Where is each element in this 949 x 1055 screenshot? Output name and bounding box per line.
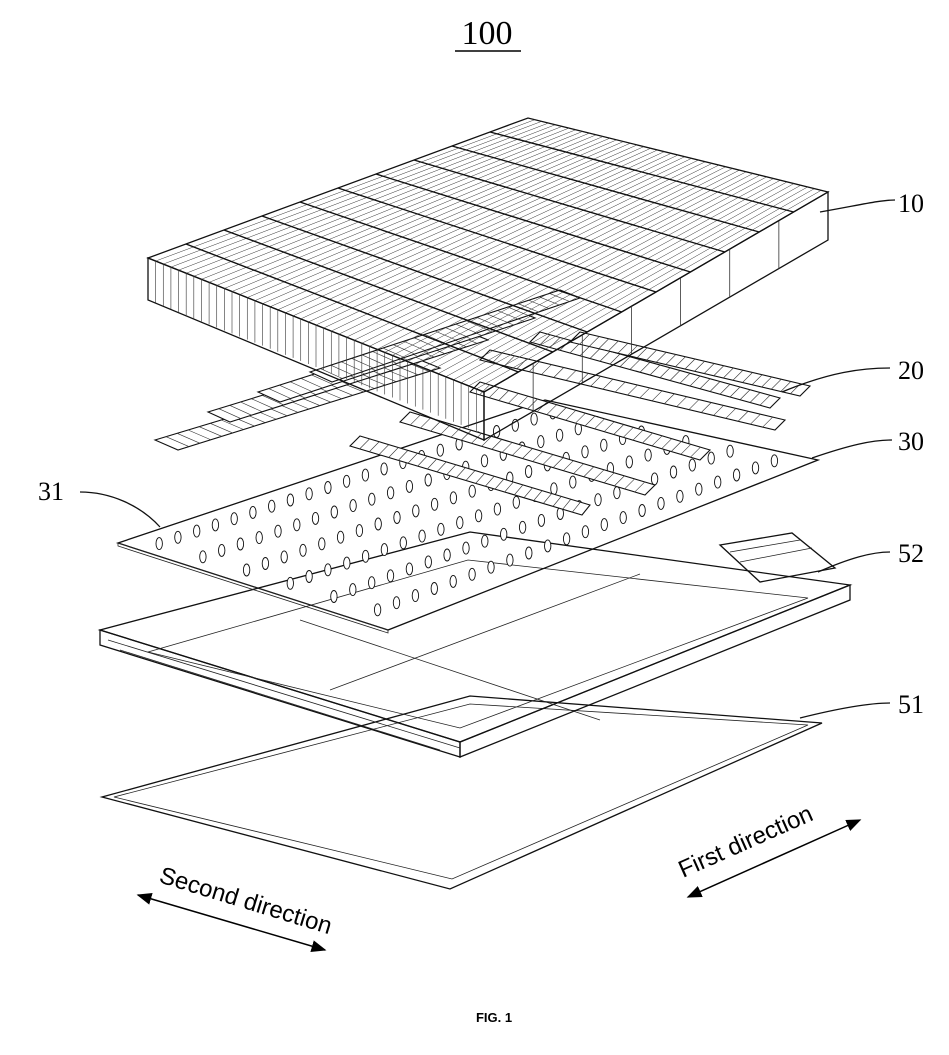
label-31: 31 xyxy=(38,477,64,506)
leader-31 xyxy=(80,492,160,527)
label-10: 10 xyxy=(898,189,924,218)
second-direction-label: Second direction xyxy=(156,862,335,940)
label-51: 51 xyxy=(898,690,924,719)
busbar-strips xyxy=(155,290,810,515)
leader-51 xyxy=(800,703,890,718)
label-20: 20 xyxy=(898,356,924,385)
leader-10 xyxy=(820,200,895,212)
label-30: 30 xyxy=(898,427,924,456)
frame-tray xyxy=(100,532,850,757)
leader-30 xyxy=(812,440,892,458)
assembly-number: 100 xyxy=(462,15,513,52)
figure-caption: FIG. 1 xyxy=(476,1010,512,1025)
label-52: 52 xyxy=(898,539,924,568)
